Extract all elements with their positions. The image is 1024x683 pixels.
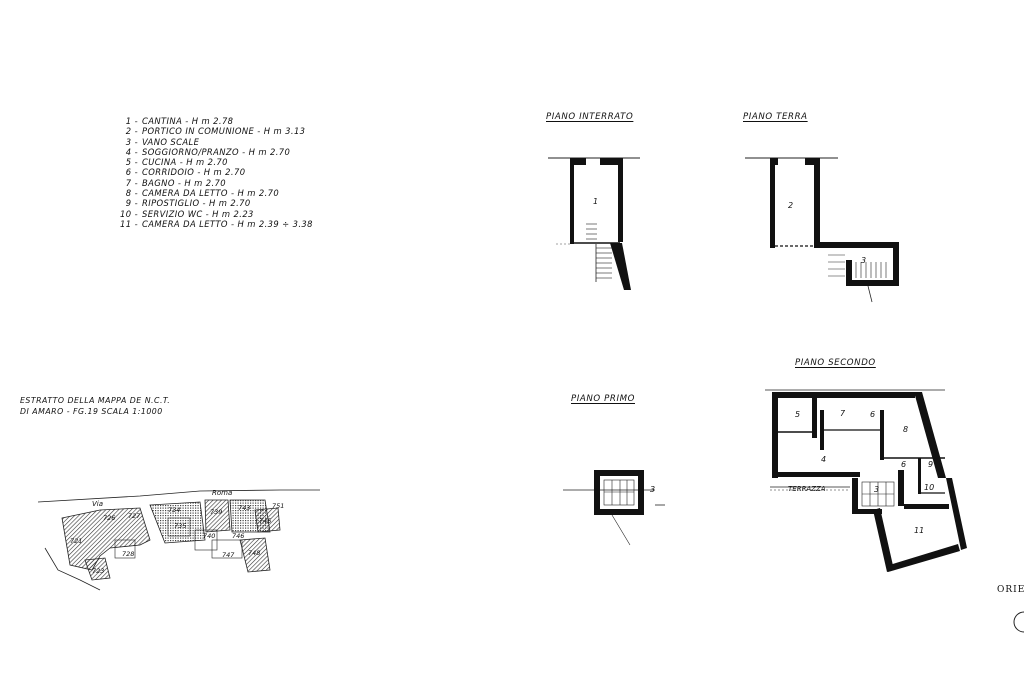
room-number-6-top: 6 [870, 410, 875, 419]
plan-piano-terra: 2 3 [745, 157, 899, 303]
room-number-4: 4 [821, 455, 826, 464]
street-label-via: Via [92, 500, 103, 508]
legend-row: 6 -CORRIDOIO - H m 2.70 [125, 167, 246, 178]
room-number-2: 2 [788, 201, 793, 210]
compass-icon [1013, 611, 1024, 633]
label-piano-interrato: PIANO INTERRATO [546, 112, 634, 122]
terrazza-label: TERRAZZA [788, 485, 826, 493]
parcel-label: 726 [103, 514, 115, 522]
room-number-10: 10 [924, 483, 934, 492]
parcel-label: 739 [210, 508, 222, 516]
parcel-label: 747 [222, 551, 235, 559]
plan-piano-secondo: 5 7 6 8 4 6 9 10 3 11 TERRAZZA [765, 389, 967, 572]
parcel-label: 748 [248, 549, 260, 557]
parcel-label: 740 [203, 532, 215, 540]
label-piano-secondo: PIANO SECONDO [795, 358, 876, 368]
legend-row: 7 -BAGNO - H m 2.70 [125, 177, 226, 188]
room-number-11: 11 [914, 526, 924, 535]
parcel-label: 746 [232, 532, 244, 540]
street-label-roma: Roma [212, 489, 232, 497]
legend-row: 9 -RIPOSTIGLIO - H m 2.70 [125, 198, 251, 209]
label-piano-primo: PIANO PRIMO [571, 394, 635, 404]
legend-row: 8 -CAMERA DA LETTO - H m 2.70 [125, 188, 280, 199]
plan-piano-primo: 3 [563, 470, 665, 546]
legend-row: 2 -PORTICO IN COMUNIONE - H m 3.13 [125, 126, 306, 137]
parcel-label: 745 [259, 517, 271, 525]
orientation-label: ORIE [997, 585, 1024, 595]
room-number-8: 8 [903, 425, 908, 434]
room-number-9: 9 [928, 460, 933, 469]
room-number-1: 1 [593, 197, 598, 206]
cadastral-map: Via Roma 721 726 727 728 734 735 739 740… [37, 489, 320, 591]
room-legend: 1 -CANTINA - H m 2.78 2 -PORTICO IN COMU… [118, 116, 313, 229]
room-number-5: 5 [795, 410, 800, 419]
parcel-label: 727 [128, 512, 141, 520]
room-number-7: 7 [840, 409, 846, 418]
cadastral-extract-title: ESTRATTO DELLA MAPPA DE N.C.T. DI AMARO … [20, 395, 170, 417]
parcel-label: 735 [174, 522, 186, 530]
legend-row: 5 -CUCINA - H m 2.70 [125, 157, 228, 168]
parcel-label: 751 [272, 502, 284, 510]
plan-piano-interrato: 1 [548, 157, 640, 290]
extract-line-1: ESTRATTO DELLA MAPPA DE N.C.T. [20, 396, 171, 405]
parcel-label: 721 [70, 537, 82, 545]
extract-line-2: DI AMARO - FG.19 SCALA 1:1000 [20, 407, 163, 416]
label-piano-terra: PIANO TERRA [743, 112, 808, 122]
room-number-3-secondo: 3 [874, 485, 879, 494]
legend-row: 10 -SERVIZIO WC - H m 2.23 [120, 208, 254, 219]
parcel-label: 723 [92, 567, 104, 575]
room-number-3: 3 [861, 256, 866, 265]
parcel-label: 728 [122, 550, 134, 558]
legend-row: 11 -CAMERA DA LETTO - H m 2.39 ÷ 3.38 [120, 218, 313, 229]
room-number-6: 6 [901, 460, 906, 469]
legend-row: 3 -VANO SCALE [125, 136, 200, 147]
parcel-label: 734 [168, 506, 180, 514]
legend-row: 1 -CANTINA - H m 2.78 [125, 116, 234, 126]
room-number-3-primo: 3 [650, 485, 655, 494]
parcel-label: 743 [238, 504, 250, 512]
legend-row: 4 -SOGGIORNO/PRANZO - H m 2.70 [125, 146, 291, 157]
